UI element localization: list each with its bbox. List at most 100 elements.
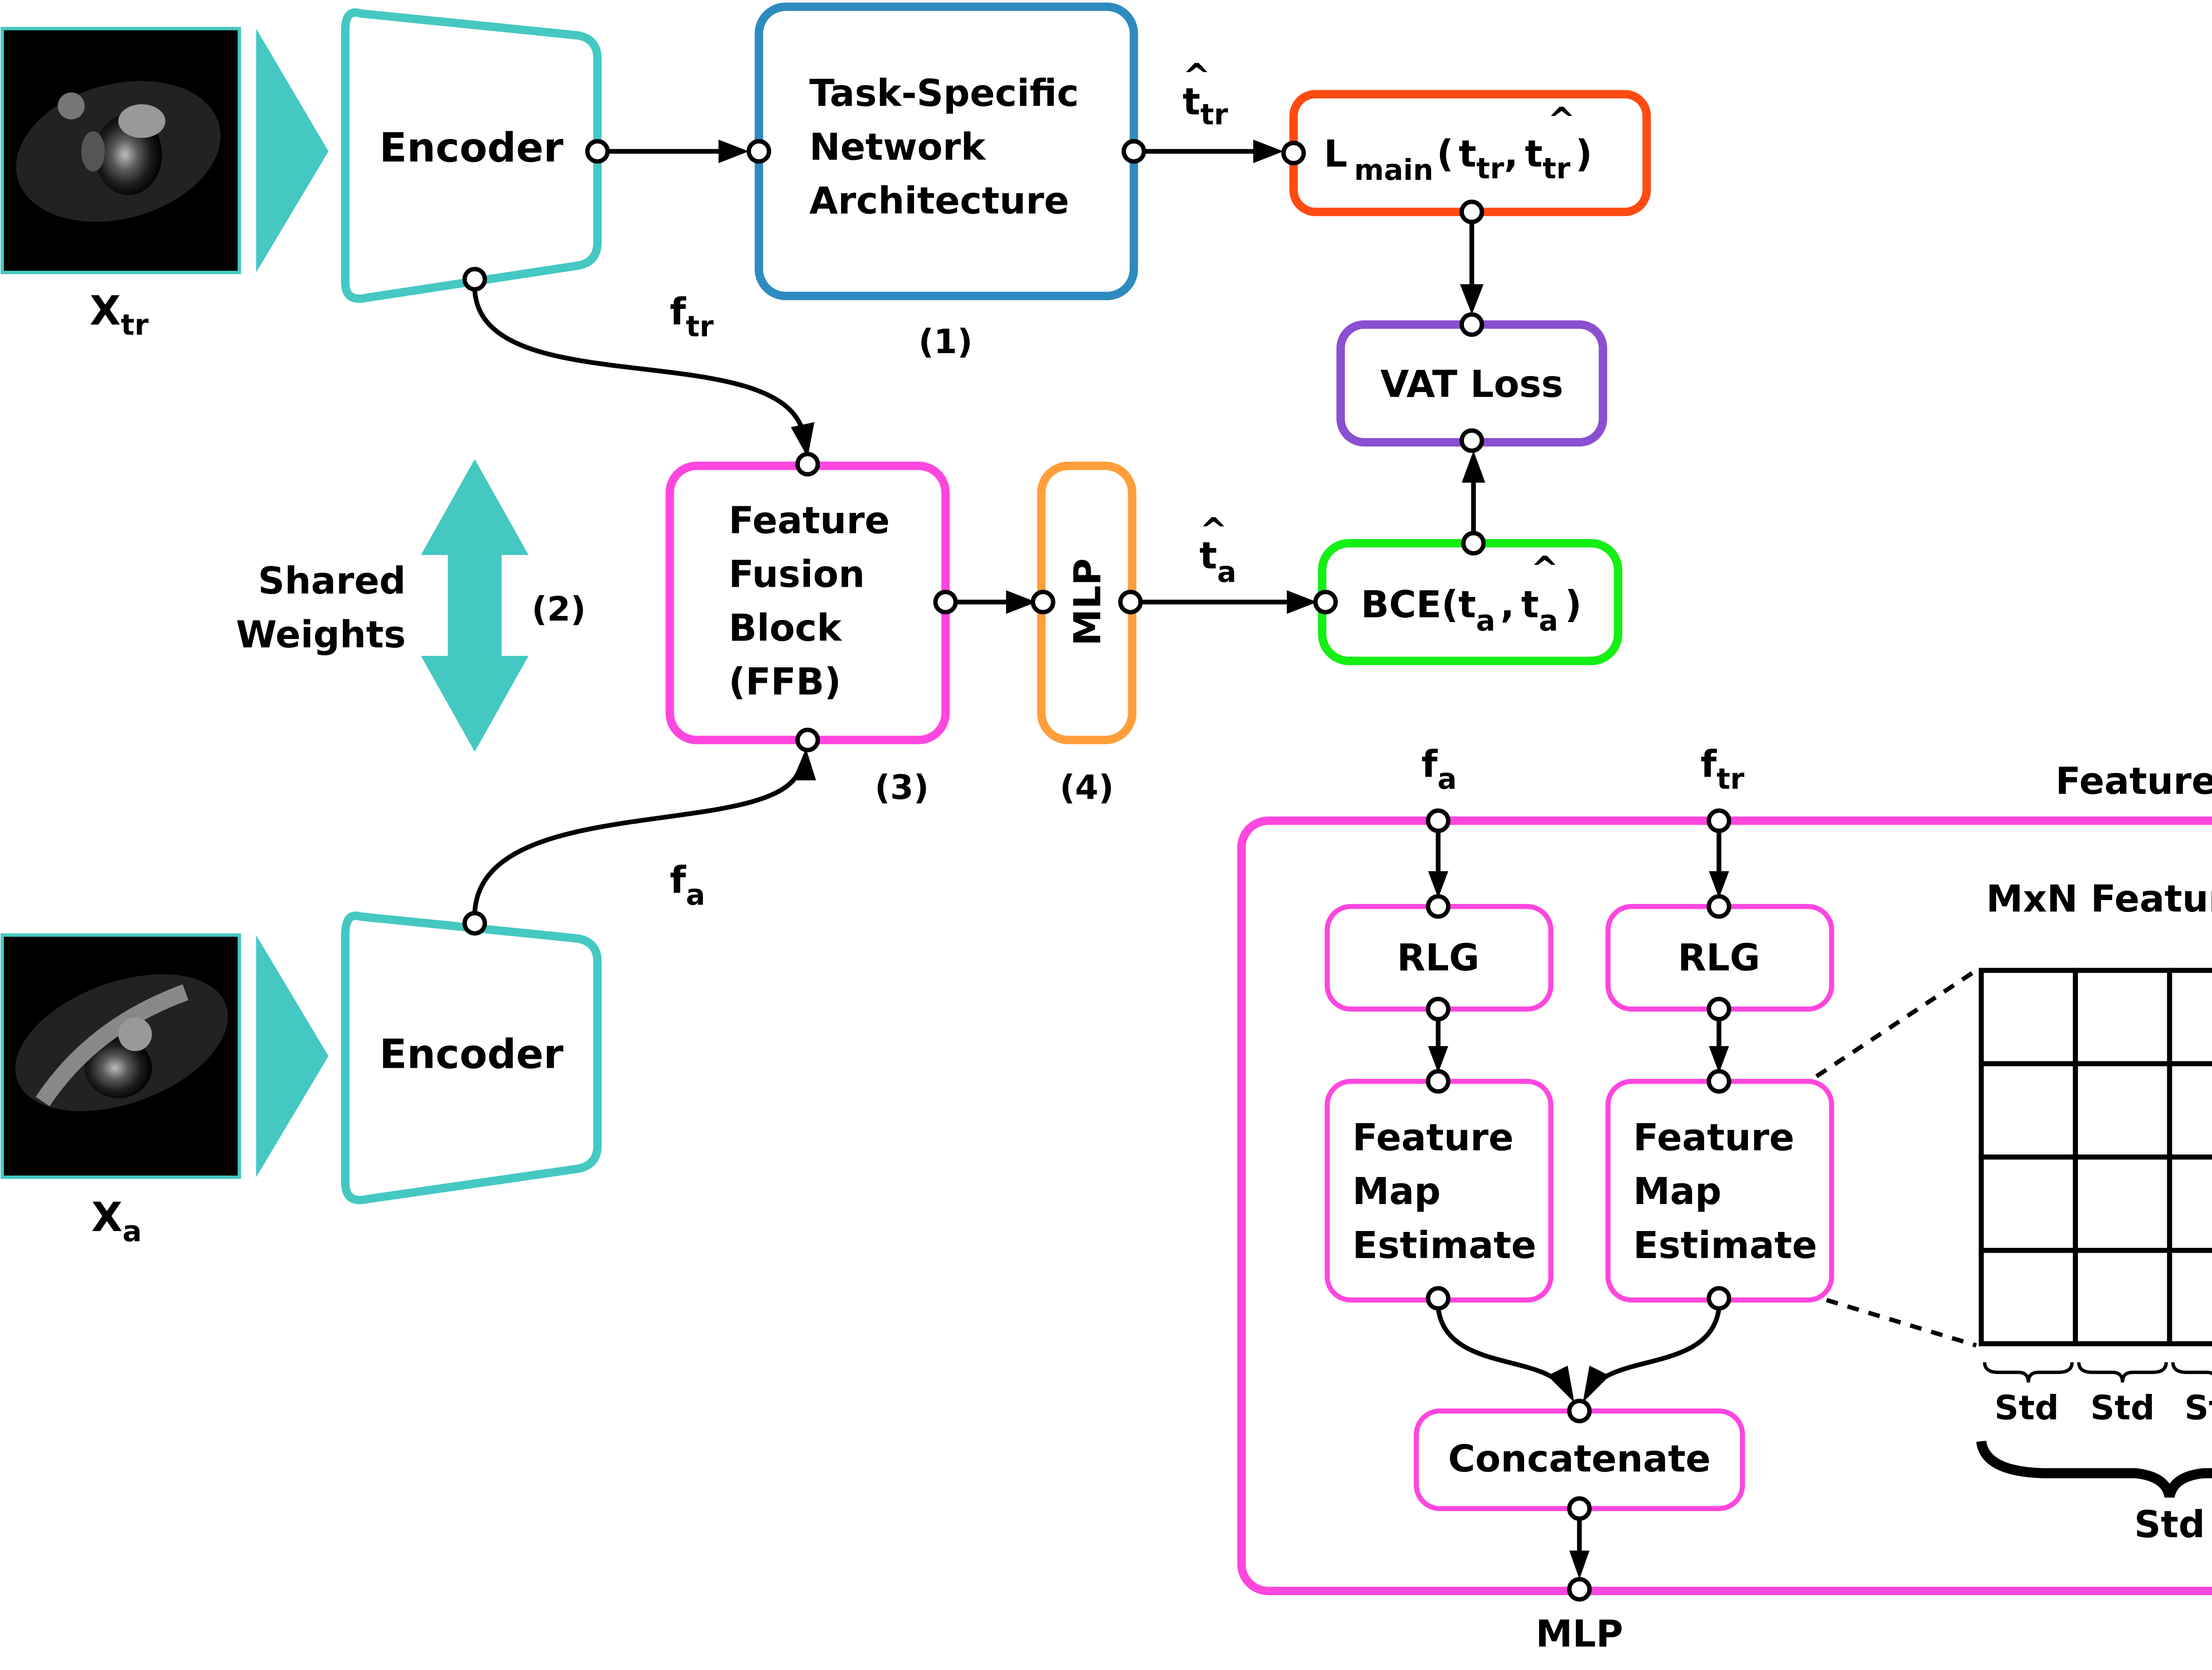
std-col-label-1: Std xyxy=(1994,1388,2058,1428)
port-mlp-out[interactable] xyxy=(1118,589,1143,615)
ffb-small-line4: (FFB) xyxy=(729,660,841,704)
port-rlg-tr-out[interactable] xyxy=(1706,997,1732,1022)
port-encoder-bottom-feature[interactable] xyxy=(462,911,487,936)
arrowhead xyxy=(1569,1551,1590,1579)
ffb-small-line2: Fusion xyxy=(729,552,865,596)
task-network-line3: Architecture xyxy=(809,179,1069,223)
port-encoder-top-feature[interactable] xyxy=(462,267,487,292)
shared-weights-tag: (2) xyxy=(532,589,586,628)
arrowhead xyxy=(1582,1366,1610,1403)
port-ffb-out[interactable] xyxy=(933,589,958,615)
input-image-x-a xyxy=(0,933,241,1179)
arrowhead xyxy=(791,422,814,458)
encoder-top[interactable] xyxy=(341,8,602,303)
arrowhead xyxy=(1428,1046,1448,1073)
feature-map-cell xyxy=(2073,1248,2172,1347)
input-arrow-top xyxy=(256,28,329,273)
feature-map-cell xyxy=(2073,968,2172,1066)
feature-map-title: MxN Feature Map xyxy=(1986,877,2212,920)
feature-map-grid xyxy=(1978,968,2212,1347)
fme-a-line1: Feature xyxy=(1352,1116,1513,1159)
rlg-tr-label: RLG xyxy=(1678,936,1760,979)
bce-label: BCE(ta,ta) xyxy=(1361,583,1582,638)
std-col-label-2: Std xyxy=(2090,1388,2154,1428)
port-vat-in-top[interactable] xyxy=(1459,312,1484,337)
port-ffb-fa-in[interactable] xyxy=(1426,808,1451,833)
ffb-output-label: MLP xyxy=(1536,1612,1623,1655)
task-network-line2: Network xyxy=(809,125,987,169)
ffb-detail-title: Feature Fusion Block (FFB) xyxy=(2055,759,2212,803)
arrowhead xyxy=(1547,1366,1575,1403)
port-bce-out[interactable] xyxy=(1461,531,1486,556)
std-column-brace-icon xyxy=(2171,1362,2212,1376)
port-task-in[interactable] xyxy=(746,139,772,164)
label-f-tr: ftr xyxy=(670,290,714,344)
port-mlp-in[interactable] xyxy=(1030,589,1056,615)
port-rlg-tr-in[interactable] xyxy=(1706,894,1732,919)
port-fme-a-out[interactable] xyxy=(1426,1286,1451,1311)
port-encoder-top-out[interactable] xyxy=(585,139,610,164)
label-t-a-hat: ta xyxy=(1199,534,1237,589)
fme-tr-line1: Feature xyxy=(1633,1116,1794,1159)
arrowhead xyxy=(1428,871,1448,898)
rlg-a-label: RLG xyxy=(1397,936,1479,979)
std-col-label-3: Std xyxy=(2185,1388,2212,1428)
port-fme-a-in[interactable] xyxy=(1426,1069,1451,1094)
port-rlg-a-in[interactable] xyxy=(1426,894,1451,919)
feature-map-cell xyxy=(2167,1248,2212,1347)
input-image-x-tr xyxy=(0,27,241,274)
total-std-label: Std xyxy=(2134,1503,2205,1546)
edge-f-tr xyxy=(472,289,805,431)
label-x-tr: Xtr xyxy=(90,287,149,342)
encoder-bottom[interactable] xyxy=(341,911,602,1204)
feature-map-cell xyxy=(2073,1061,2172,1160)
port-ffb-out-mlp[interactable] xyxy=(1567,1577,1592,1602)
hat-lmain: ^ xyxy=(1548,100,1576,139)
feature-map-cell xyxy=(1978,968,2078,1066)
port-rlg-a-out[interactable] xyxy=(1426,997,1451,1022)
zoom-guide-top xyxy=(1815,968,1978,1078)
port-concat-in[interactable] xyxy=(1567,1398,1592,1424)
ffb-small-tag: (3) xyxy=(875,767,929,807)
vat-loss-label: VAT Loss xyxy=(1380,362,1563,406)
port-fme-tr-out[interactable] xyxy=(1706,1286,1732,1311)
fme-a-line3: Estimate xyxy=(1352,1224,1536,1267)
port-ffb-ftr-in[interactable] xyxy=(1706,808,1732,833)
shared-weights-line2: Weights xyxy=(236,613,406,656)
feature-map-cell xyxy=(2167,968,2212,1066)
task-network-line1: Task-Specific xyxy=(809,71,1079,115)
ffb-input-f-a: fa xyxy=(1421,743,1457,796)
std-braces xyxy=(1983,1362,2212,1383)
port-ffb-in-top[interactable] xyxy=(795,452,820,477)
mlp-small-label: MLP xyxy=(1066,558,1109,646)
shared-weights-line1: Shared xyxy=(258,559,406,603)
edge-f-a xyxy=(472,769,802,913)
arrowhead xyxy=(1709,871,1729,898)
arrowhead xyxy=(718,139,749,163)
port-concat-out[interactable] xyxy=(1567,1496,1592,1521)
zoom-guide-bottom xyxy=(1826,1298,1977,1348)
port-fme-tr-in[interactable] xyxy=(1706,1069,1732,1094)
input-arrow-bottom xyxy=(256,935,329,1177)
feature-map-cell xyxy=(2073,1154,2172,1253)
port-lmain-out[interactable] xyxy=(1459,200,1484,224)
arrowhead xyxy=(1286,590,1317,614)
port-bce-in[interactable] xyxy=(1313,589,1338,615)
port-lmain-in[interactable] xyxy=(1281,141,1306,165)
total-std-brace-icon xyxy=(1976,1440,2212,1498)
ffb-input-f-tr: ftr xyxy=(1701,743,1744,796)
hat-t-tr: ^ xyxy=(1183,56,1211,96)
arrowhead xyxy=(1006,590,1037,614)
port-vat-in-bottom[interactable] xyxy=(1459,428,1484,453)
feature-map-cell xyxy=(1978,1061,2078,1160)
port-task-out[interactable] xyxy=(1121,139,1146,164)
feature-map-cell xyxy=(1978,1248,2078,1347)
label-x-a: Xa xyxy=(92,1193,142,1248)
encoder-top-label: Encoder xyxy=(379,124,563,171)
label-f-a: fa xyxy=(670,858,705,912)
port-ffb-in-bottom[interactable] xyxy=(795,727,820,753)
ffb-small-line3: Block xyxy=(729,606,842,650)
encoder-bottom-label: Encoder xyxy=(379,1030,563,1077)
arrowhead xyxy=(1462,450,1486,483)
